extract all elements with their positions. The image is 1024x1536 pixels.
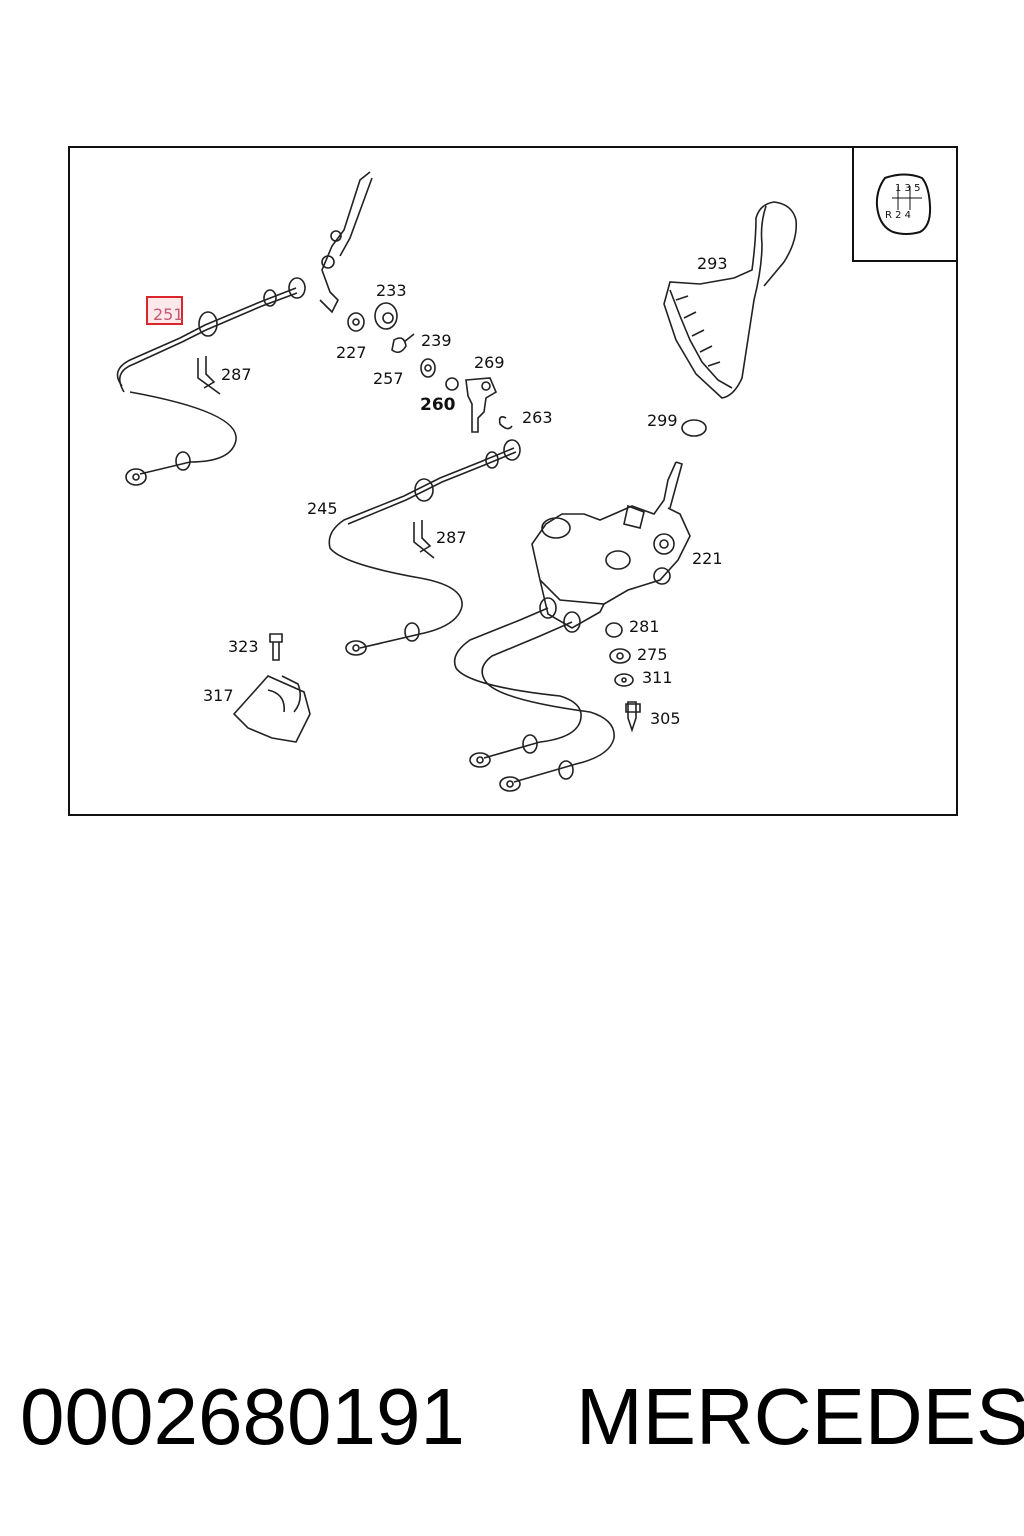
- brand-name: MERCEDES: [576, 1372, 1024, 1461]
- fasteners-drawing: [605, 622, 641, 733]
- callout-287-b[interactable]: 287: [436, 528, 467, 547]
- shift-pattern-inset: [852, 147, 957, 262]
- callout-269[interactable]: 269: [474, 353, 505, 372]
- clip-287-a-drawing: [197, 356, 221, 395]
- callout-323[interactable]: 323: [228, 637, 259, 656]
- shift-boot-drawing: [663, 201, 798, 399]
- callout-245[interactable]: 245: [307, 499, 338, 518]
- callout-239[interactable]: 239: [421, 331, 452, 350]
- callout-275[interactable]: 275: [637, 645, 668, 664]
- callout-317[interactable]: 317: [203, 686, 234, 705]
- clip-287-b-drawing: [413, 520, 435, 559]
- bracket-317-drawing: [232, 675, 311, 743]
- shift-pattern-bottom: R 2 4: [885, 210, 911, 221]
- product-caption: 0002680191 MERCEDES: [18, 1372, 1024, 1462]
- shift-pattern-icon: 1 3 5 R 2 4: [875, 173, 932, 235]
- shift-lever-drawing: [319, 171, 373, 314]
- callout-260[interactable]: 260: [420, 395, 456, 415]
- callout-305[interactable]: 305: [650, 709, 681, 728]
- cable-pair-drawing: [453, 597, 615, 792]
- cable-245-drawing: [328, 439, 521, 656]
- callout-233[interactable]: 233: [376, 281, 407, 300]
- callout-257[interactable]: 257: [373, 369, 404, 388]
- callout-287-a[interactable]: 287: [221, 365, 252, 384]
- callout-299[interactable]: 299: [647, 411, 678, 430]
- callout-263[interactable]: 263: [522, 408, 553, 427]
- callout-251-highlight: [146, 296, 183, 325]
- shifter-housing-drawing: [531, 461, 691, 629]
- callout-251[interactable]: 251: [153, 305, 184, 324]
- callout-227[interactable]: 227: [336, 343, 367, 362]
- parts-diagram: 1 3 5 R 2 4: [68, 146, 958, 816]
- bolt-323-drawing: [269, 633, 283, 661]
- part-number: 0002680191: [20, 1372, 465, 1461]
- grommet-299-drawing: [681, 419, 707, 437]
- callout-281[interactable]: 281: [629, 617, 660, 636]
- shift-pattern-top: 1 3 5: [895, 183, 920, 194]
- callout-311[interactable]: 311: [642, 668, 673, 687]
- callout-221[interactable]: 221: [692, 549, 723, 568]
- diagram-frame: [68, 146, 958, 816]
- cable-251-drawing: [116, 277, 306, 486]
- small-parts-drawing: [347, 302, 513, 433]
- callout-293[interactable]: 293: [697, 254, 728, 273]
